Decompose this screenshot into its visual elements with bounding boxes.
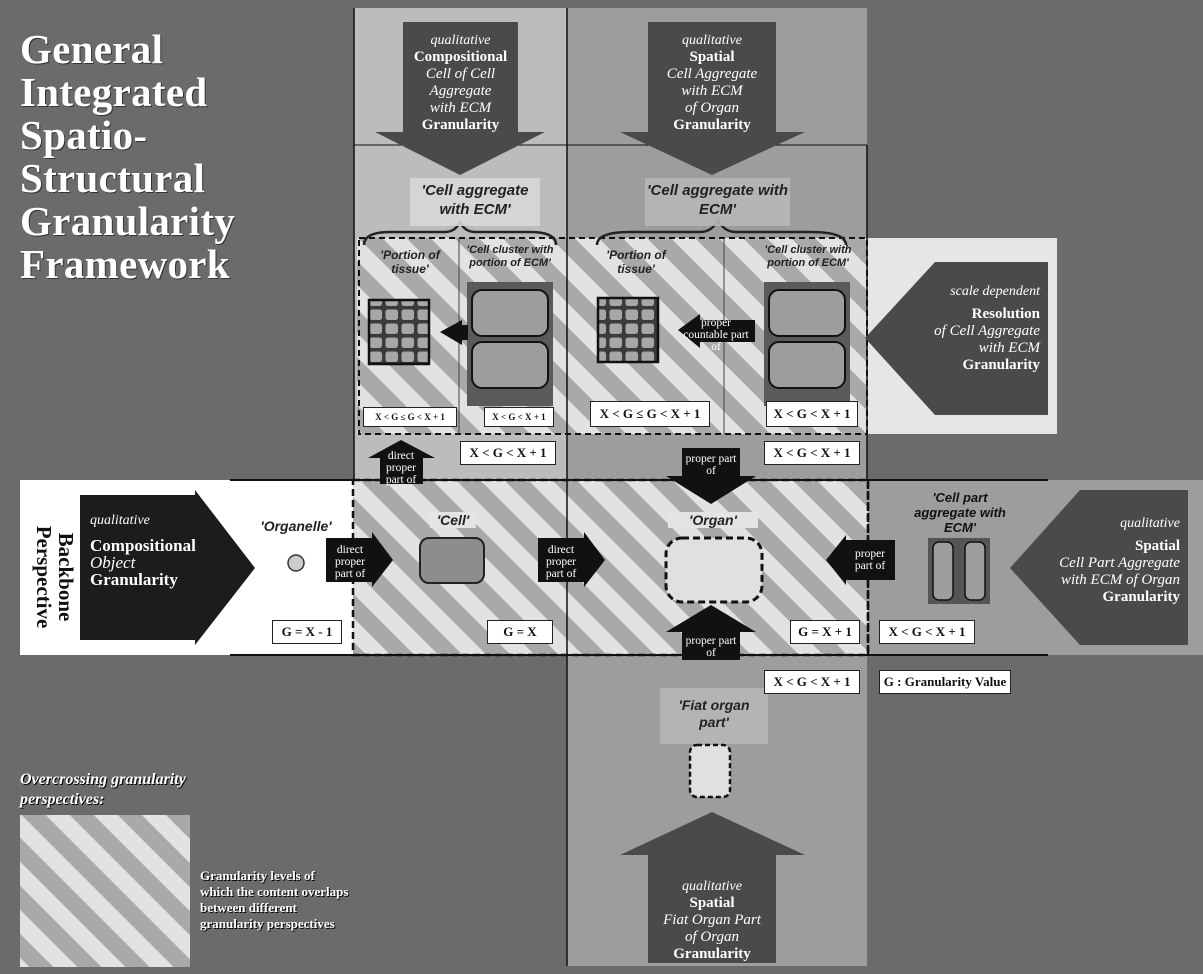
title-line: Structural [20, 155, 206, 201]
arrow-bottom-text: qualitative Spatial Fiat Organ Part of O… [663, 879, 761, 962]
arrow-top-right [620, 22, 805, 175]
legend-description: Granularity levels of which the content … [200, 868, 349, 931]
label-organ: 'Organ' [668, 512, 758, 528]
formula-organelle: G = X - 1 [272, 620, 342, 644]
formula-cell: G = X [487, 620, 553, 644]
organelle-shape [287, 554, 305, 572]
rel-proper-countable: proper countable part of [683, 317, 749, 353]
formula-tissue-left: X < G ≤ G < X + 1 [363, 407, 457, 427]
arrow-proper-left [826, 535, 895, 585]
label-cell-aggregate-right: 'Cell aggregate with ECM' [646, 182, 789, 218]
arrow-direct-2 [538, 532, 605, 587]
arrow-left-text: qualitative Compositional Object Granula… [90, 513, 196, 589]
rel-proper-down: proper part of [685, 453, 737, 477]
tissue-right [596, 296, 660, 364]
backbone-label: Backbone Perspective [32, 525, 78, 629]
rel-proper-left: proper part of [854, 548, 886, 572]
label-fiat-organ-part: 'Fiat organ part' [678, 697, 750, 730]
arrow-direct-up [368, 440, 435, 484]
label-cell: 'Cell' [430, 512, 476, 528]
arrow-proper-down [666, 448, 756, 504]
fiat-organ-shape [688, 743, 732, 799]
arrow-top-right-text: qualitative Spatial Cell Aggregate with … [666, 33, 758, 133]
formula-mid-right: X < G < X + 1 [764, 441, 860, 465]
formula-cluster-right: X < G < X + 1 [766, 401, 858, 427]
arrow-top-left [375, 22, 545, 175]
formula-organ: G = X + 1 [790, 620, 860, 644]
label-portion-tissue-right: 'Portion of tissue' [606, 248, 666, 276]
arrow-direct-1 [326, 532, 393, 587]
organ-shape [664, 536, 764, 604]
arrow-proper-countable [678, 314, 755, 348]
arrow-cluster-tissue-left [440, 320, 468, 345]
arrow-right-upper [865, 262, 1048, 415]
rel-direct-up: direct proper part of [385, 450, 417, 486]
rel-proper-up: proper part of [685, 635, 737, 659]
title-line: Framework [20, 241, 230, 287]
arrow-right-lower [1010, 490, 1188, 645]
label-cell-cluster-left: 'Cell cluster with portion of ECM' [466, 244, 554, 269]
arrow-bottom [620, 812, 805, 963]
arrow-top-left-text: qualitative Compositional Cell of Cell A… [413, 33, 508, 133]
title-line: Spatio- [20, 112, 148, 158]
arrow-proper-up [666, 605, 756, 660]
formula-cluster-left: X < G < X + 1 [484, 407, 554, 427]
arrow-left [80, 490, 255, 645]
formula-tissue-right: X < G ≤ G < X + 1 [590, 401, 710, 427]
legend-swatch [20, 815, 190, 967]
arrow-right-lower-text: qualitative Spatial Cell Part Aggregate … [1059, 516, 1180, 605]
rel-direct-1: direct proper part of [334, 544, 366, 580]
label-cell-cluster-right: 'Cell cluster with portion of ECM' [764, 244, 852, 269]
label-organelle: 'Organelle' [260, 518, 332, 534]
label-cell-part-aggregate: 'Cell part aggregate with ECM' [914, 490, 1006, 535]
tissue-left [367, 298, 431, 366]
label-cell-aggregate-left: 'Cell aggregate with ECM' [421, 182, 529, 218]
formula-below-organ: X < G < X + 1 [764, 670, 860, 694]
title-line: General [20, 26, 164, 72]
arrow-right-upper-text: scale dependent Resolution of Cell Aggre… [934, 284, 1040, 373]
title-line: Integrated [20, 69, 208, 115]
cell-shape [419, 537, 485, 584]
label-portion-tissue-left: 'Portion of tissue' [380, 248, 440, 276]
title-line: Granularity [20, 198, 236, 244]
formula-mid-left: X < G < X + 1 [460, 441, 556, 465]
legend-title: Overcrossing granularity perspectives: [20, 771, 186, 808]
legend-granularity-value: G : Granularity Value [879, 670, 1011, 694]
formula-cell-part: X < G < X + 1 [879, 620, 975, 644]
rel-direct-2: direct proper part of [545, 544, 577, 580]
